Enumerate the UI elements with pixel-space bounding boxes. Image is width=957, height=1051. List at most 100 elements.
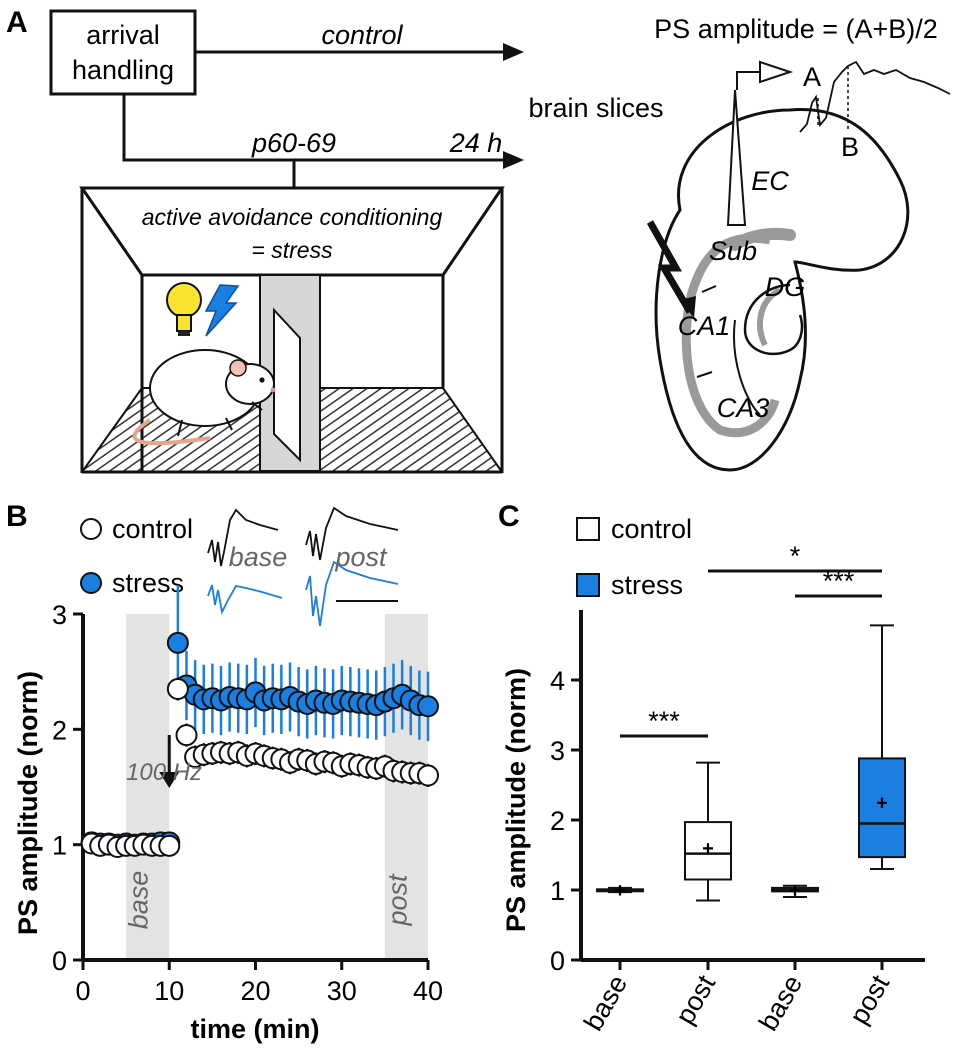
brain-slices-label: brain slices [528,93,663,123]
chamber-label-1: active avoidance conditioning [142,204,443,230]
trace-stress-base [207,584,283,615]
shaded-window-post [384,614,428,960]
stress-point [417,695,439,718]
c-y-tick-label: 4 [550,666,565,696]
stimulus-arrow-head [159,772,180,788]
ps-formula-label: PS amplitude = (A+B)/2 [654,14,938,44]
stress-arrow-line [122,94,514,162]
legend-stress-label: stress [112,568,184,598]
region-ec-label: EC [751,166,789,196]
avoidance-chamber: active avoidance conditioning = stress [79,186,505,474]
mean-marker: + [702,838,714,860]
box-control-post [684,821,732,881]
box-stress-post [858,757,906,859]
region-ca1-label: CA1 [678,311,731,341]
control-label: control [321,20,403,50]
c-x-tick-label-post: post [844,970,896,1030]
mark-b-label: B [841,132,859,162]
legend-stress-marker [80,572,102,594]
trace-control-post [305,506,399,561]
mean-marker: + [789,880,801,902]
c-y-tick-label: 2 [550,806,565,836]
c-y-tick-label: 0 [550,946,565,976]
stress-arrow-head [503,151,524,169]
legend-c-control-marker [576,517,600,541]
control-point [166,677,189,700]
age-label: p60-69 [251,128,336,158]
c-y-tick-label: 1 [550,876,565,906]
c-y-tick-label: 3 [550,736,565,766]
c-x-tick-label-post: post [670,970,722,1030]
significance-label: *** [823,566,855,596]
cornu-ammonis-band [681,233,780,438]
b-y-tick-label: 1 [52,831,67,861]
stimulus-arrow-icon [646,220,694,314]
mark-a-label: A [803,62,821,92]
panel-a: A arrival handling control p60-69 24 h a… [6,6,951,474]
annotation-100hz: 100 Hz [126,759,202,786]
legend-c-stress-label: stress [611,570,683,600]
control-point [175,724,198,747]
b-y-axis-label: PS amplitude (norm) [13,671,43,935]
panel-letter-c: C [498,500,520,533]
b-y-tick-label: 2 [52,715,67,745]
trace-post-label: post [334,542,388,572]
panel-letter-b: B [6,500,28,533]
trace-control-base [207,508,279,567]
arrival-handling-box [49,9,197,96]
mean-marker: + [614,880,626,902]
mean-marker: + [876,793,888,815]
rat-icon [132,349,276,446]
significance-label: *** [648,706,680,736]
b-x-tick-label: 10 [154,976,184,1006]
slice-outline [654,108,910,472]
chamber-label-2: = stress [251,237,333,263]
recording-arrow-icon [759,60,794,84]
trace-stress-post [305,560,399,627]
b-x-tick-label: 20 [240,976,270,1006]
shaded-label-post: post [382,873,412,927]
legend-c-control-label: control [611,514,692,544]
control-arrow-head [503,43,524,61]
legend-b: control stress [80,514,193,598]
chamber-door [273,307,301,463]
region-ca3-label: CA3 [717,393,770,423]
b-y-tick-label: 3 [52,600,67,630]
stress-point [166,631,189,654]
b-x-tick-label: 30 [327,976,357,1006]
legend-control-label: control [112,514,193,544]
panel-c: C control stress 0 1 2 3 4 base post base post + +… [498,500,925,1036]
handling-label: handling [72,55,174,85]
control-point [417,764,439,787]
electrode-icon [726,89,747,226]
b-y-tick-label: 0 [52,946,67,976]
arrival-label: arrival [86,20,160,50]
panel-letter-a: A [6,6,28,39]
region-dg-label: DG [765,272,806,302]
time-course-plot: base post 0 10 20 30 40 0 1 2 3 [52,585,443,1006]
c-x-tick-label-base: base [753,970,808,1036]
trace-base-label: base [229,542,288,572]
delay-label: 24 h [449,128,503,158]
legend-c-stress-marker [576,573,600,597]
region-sub-label: Sub [709,236,757,266]
control-point [158,834,181,857]
hippocampal-slice: EC Sub DG CA1 CA3 [646,60,910,472]
ps-example-trace: A B [799,60,951,162]
b-x-axis-label: time (min) [190,1014,319,1044]
b-x-tick-label: 0 [75,976,90,1006]
legend-c: control stress [576,514,692,600]
shaded-label-base: base [124,871,154,930]
example-traces: base post [207,506,399,627]
c-x-tick-label-base: base [578,970,633,1036]
legend-control-marker [80,518,102,540]
shaded-window-base [126,614,170,960]
lightning-icon [204,284,240,337]
b-x-tick-label: 40 [413,976,443,1006]
light-bulb-icon [166,282,202,336]
c-y-axis-label: PS amplitude (norm) [501,668,531,932]
significance-label: * [790,541,801,571]
